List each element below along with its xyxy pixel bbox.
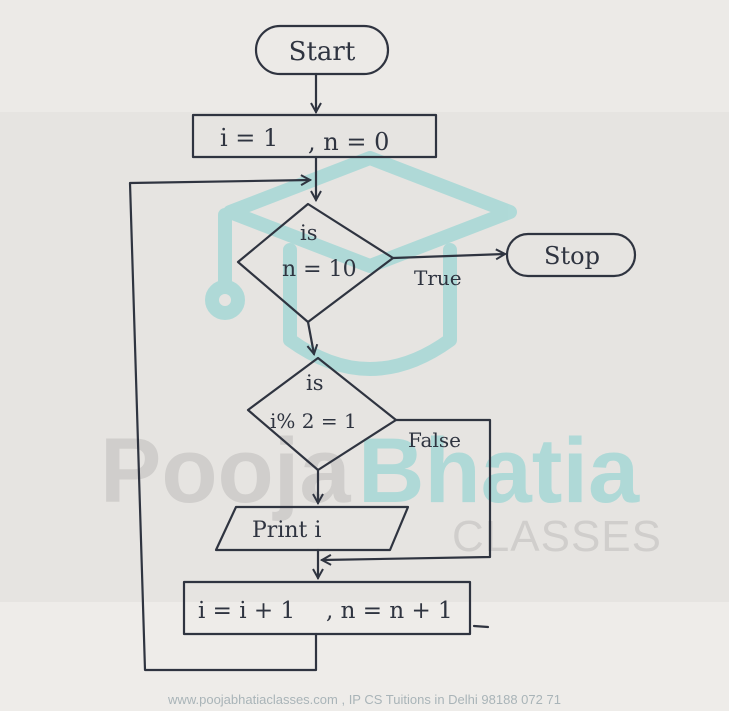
false-label: False xyxy=(408,428,461,452)
watermark-tagline: CLASSES xyxy=(452,512,662,561)
watermark-brand-part2: Bhatia xyxy=(358,420,640,522)
graduation-cap-icon xyxy=(205,151,517,376)
print-label: Print i xyxy=(252,518,321,543)
true-label: True xyxy=(414,266,462,290)
init-i-label: i = 1 xyxy=(220,124,278,152)
update-process xyxy=(182,580,472,636)
decision1-line1: is xyxy=(300,221,318,245)
stop-terminal xyxy=(505,232,637,278)
loop-back-line xyxy=(128,180,318,672)
print-output xyxy=(214,505,410,552)
start-terminal xyxy=(254,24,390,76)
update-i-label: i = i + 1 xyxy=(198,598,295,624)
false-branch-line xyxy=(322,418,492,560)
paper-middle xyxy=(0,112,729,602)
decision2-line2: i% 2 = 1 xyxy=(270,409,357,433)
init-process xyxy=(191,113,438,159)
update-n-label: , n = n + 1 xyxy=(326,598,453,624)
stray-tick xyxy=(472,624,490,629)
arrow-true-to-stop xyxy=(391,254,505,258)
stop-label: Stop xyxy=(544,242,600,270)
start-label: Start xyxy=(289,37,356,67)
decision2-line1: is xyxy=(306,371,324,395)
arrow-decision1-to-decision2 xyxy=(308,320,314,354)
watermark-footer: www.poojabhatiaclasses.com , IP CS Tuiti… xyxy=(168,692,561,707)
watermark-brand-part1: Pooja xyxy=(100,420,351,522)
paper-top xyxy=(0,0,729,112)
paper-bottom xyxy=(0,602,729,711)
init-n-label: , n = 0 xyxy=(308,128,389,156)
watermark-logo: Pooja Bhatia CLASSES xyxy=(100,151,662,561)
decision1-line2: n = 10 xyxy=(282,257,357,282)
